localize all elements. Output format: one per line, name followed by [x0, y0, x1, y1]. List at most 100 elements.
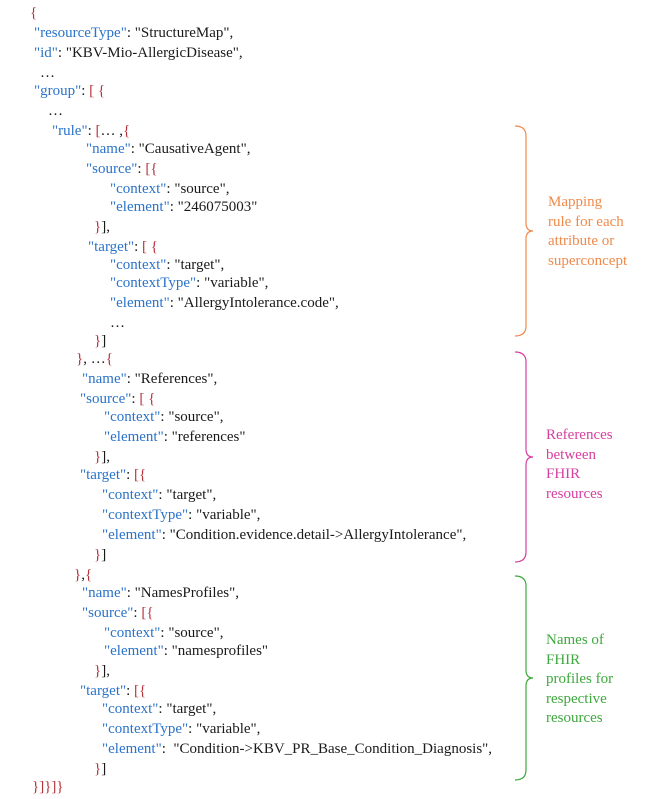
json-bracket: } — [94, 663, 102, 679]
json-value: … — [48, 103, 63, 119]
json-value: , — [81, 567, 85, 583]
json-value: : "target", — [158, 487, 217, 503]
json-key: "contextType" — [102, 721, 189, 737]
code-line: "rule": [… ,{ — [52, 122, 130, 140]
json-value: : "KBV-Mio-AllergicDisease", — [57, 45, 243, 61]
code-line: }] — [94, 332, 106, 350]
annotation-line: FHIR — [546, 651, 581, 668]
json-value: : — [131, 391, 140, 407]
json-value: : — [137, 161, 146, 177]
json-value: : "target", — [158, 701, 217, 717]
code-line: "resourceType": "StructureMap", — [34, 24, 233, 42]
json-bracket: } — [94, 449, 102, 465]
json-key: "group" — [34, 83, 82, 99]
annotation-line: FHIR — [546, 466, 581, 482]
json-bracket: { — [30, 5, 38, 21]
json-value: ], — [101, 449, 110, 465]
json-key: "context" — [110, 257, 167, 273]
annotation-line: attribute or — [548, 233, 615, 249]
bracket-references — [514, 351, 534, 563]
code-line: "target": [ { — [88, 238, 158, 256]
json-value: : "NamesProfiles", — [126, 585, 239, 601]
code-line: "target": [{ — [80, 466, 146, 484]
json-bracket: } — [94, 219, 102, 235]
code-line: "element": "Condition.evidence.detail->A… — [102, 526, 466, 544]
json-bracket: [ { — [89, 83, 106, 99]
json-key: "element" — [104, 643, 164, 659]
json-bracket: [{ — [145, 161, 158, 177]
json-bracket: [ — [95, 123, 101, 139]
json-key: "contextType" — [110, 275, 197, 291]
code-line: "source": [{ — [82, 604, 154, 622]
code-line: "contextType": "variable", — [102, 720, 260, 738]
code-line: "target": [{ — [80, 682, 146, 700]
json-bracket: { — [105, 351, 113, 367]
json-key: "source" — [86, 161, 138, 177]
json-bracket: } — [74, 567, 82, 583]
code-line: "context": "target", — [102, 486, 216, 504]
code-line: }, …{ — [76, 350, 113, 368]
code-line: }], — [94, 448, 110, 466]
code-line: … — [40, 64, 55, 82]
code-line: "contextType": "variable", — [110, 274, 268, 292]
code-line: "name": "CausativeAgent", — [86, 140, 250, 158]
json-value: : "Condition.evidence.detail->AllergyInt… — [161, 527, 467, 543]
annotation-line: between — [546, 446, 596, 463]
json-value: : — [87, 123, 96, 139]
annotation-line: profiles for — [546, 671, 614, 687]
code-line: "context": "target", — [102, 700, 216, 718]
json-value: , … — [83, 351, 106, 367]
json-key: "name" — [82, 585, 127, 601]
annotation-line: References — [546, 427, 613, 443]
code-line: }], — [94, 662, 110, 680]
json-bracket: [ { — [139, 391, 156, 407]
json-value: ] — [101, 547, 107, 563]
json-value: : "variable", — [196, 275, 269, 291]
json-bracket: }]}]} — [32, 779, 64, 795]
json-bracket: } — [94, 333, 102, 349]
json-key: "source" — [80, 391, 132, 407]
json-key: "name" — [86, 141, 131, 157]
json-key: "target" — [80, 683, 127, 699]
annotation-names-profiles: Names of FHIR profiles for respective re… — [546, 631, 613, 729]
annotation-line: resources — [546, 485, 603, 502]
annotation-line: resources — [546, 710, 603, 726]
json-value: : "StructureMap", — [126, 25, 234, 41]
code-line: "element": "namesprofiles" — [104, 642, 268, 660]
json-value: : "Condition->KBV_PR_Base_Condition_Diag… — [161, 741, 493, 757]
json-value: : "source", — [160, 625, 224, 641]
code-line: "group": [ { — [34, 82, 105, 100]
json-key: "id" — [34, 45, 58, 61]
code-line: "element": "AllergyIntolerance.code", — [110, 294, 339, 312]
code-line: "name": "NamesProfiles", — [82, 584, 239, 602]
code-line: "source": [{ — [86, 160, 158, 178]
json-value: : "target", — [166, 257, 225, 273]
json-value: ] — [101, 761, 107, 777]
json-value: … — [40, 65, 55, 81]
json-value: : "source", — [166, 181, 230, 197]
json-value: : "AllergyIntolerance.code", — [169, 295, 339, 311]
json-value: : "variable", — [188, 507, 261, 523]
json-bracket: { — [123, 123, 131, 139]
json-value: : — [81, 83, 90, 99]
code-line: }] — [94, 546, 106, 564]
json-key: "context" — [104, 409, 161, 425]
json-key: "element" — [110, 295, 170, 311]
json-value: ] — [101, 333, 107, 349]
json-value: : — [133, 605, 142, 621]
json-key: "context" — [104, 625, 161, 641]
json-value: : "source", — [160, 409, 224, 425]
annotation-line: rule for each — [548, 213, 624, 230]
code-line: "element": "Condition->KBV_PR_Base_Condi… — [102, 740, 492, 758]
bracket-mapping-rule — [514, 125, 534, 337]
annotation-line: respective — [546, 690, 607, 707]
code-line: "id": "KBV-Mio-AllergicDisease", — [34, 44, 243, 62]
json-key: "context" — [110, 181, 167, 197]
json-value: … , — [100, 123, 124, 139]
annotation-line: superconcept — [548, 252, 628, 269]
json-bracket: [{ — [134, 467, 147, 483]
json-bracket: } — [94, 547, 102, 563]
json-key: "target" — [80, 467, 127, 483]
json-bracket: { — [84, 567, 93, 583]
